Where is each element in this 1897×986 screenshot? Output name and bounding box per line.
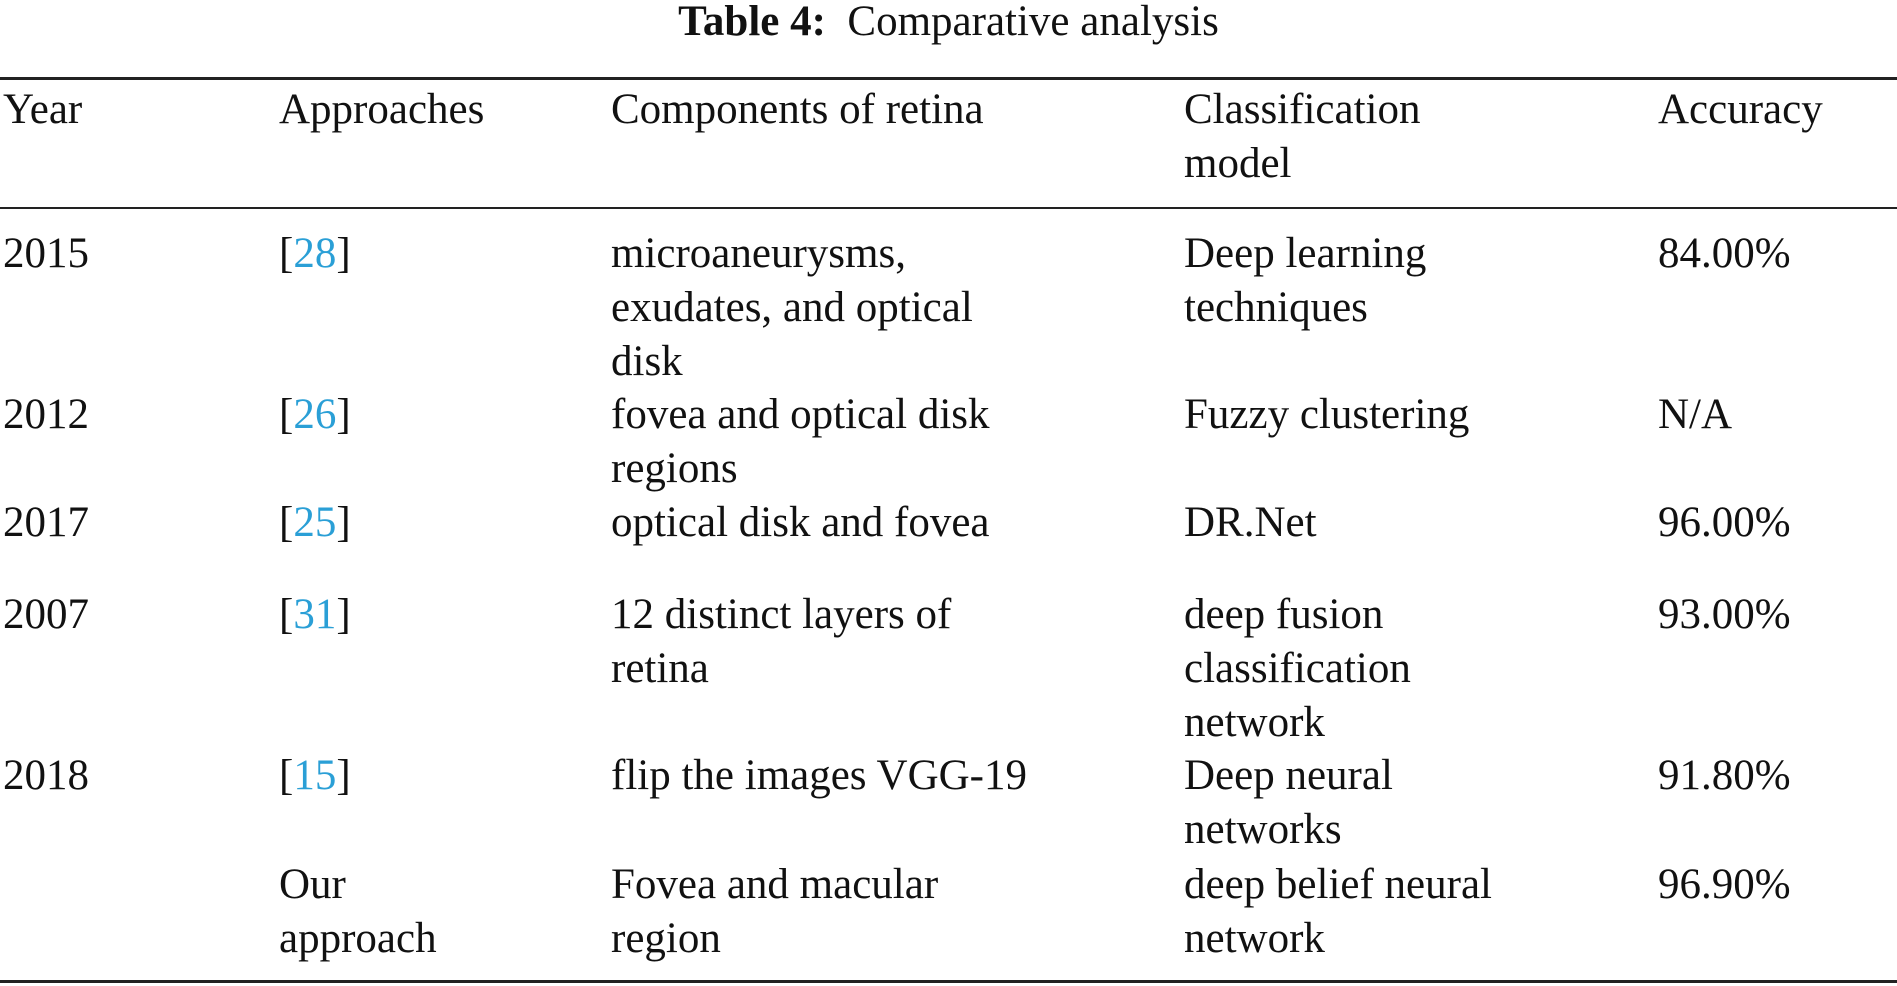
row-1-model: Deep learning techniques [1184, 230, 1427, 331]
row-1-approach: [28] [279, 230, 351, 277]
header-components: Components of retina [611, 86, 984, 133]
row-5-model: Deep neural networks [1184, 752, 1393, 853]
citation-link[interactable]: 25 [293, 499, 337, 546]
header-accuracy: Accuracy [1658, 86, 1823, 133]
row-5-accuracy: 91.80% [1658, 752, 1791, 799]
citation-link[interactable]: 26 [293, 391, 337, 438]
row-4-year: 2007 [3, 591, 89, 638]
row-3-approach: [25] [279, 499, 351, 546]
row-2-accuracy: N/A [1658, 391, 1733, 438]
row-3-model: DR.Net [1184, 499, 1317, 546]
header-year: Year [3, 86, 83, 133]
row-3-accuracy: 96.00% [1658, 499, 1791, 546]
row-2-components: fovea and optical disk regions [611, 391, 990, 492]
row-2-approach: [26] [279, 391, 351, 438]
row-6-model: deep belief neural network [1184, 861, 1492, 962]
row-6-accuracy: 96.90% [1658, 861, 1791, 908]
row-5-components: flip the images VGG-19 [611, 752, 1027, 799]
citation-link[interactable]: 31 [293, 591, 337, 638]
table-caption-title: Comparative analysis [847, 0, 1219, 45]
row-6-components: Fovea and macular region [611, 861, 939, 962]
row-1-accuracy: 84.00% [1658, 230, 1791, 277]
table-header-rule [0, 207, 1897, 209]
row-5-year: 2018 [3, 752, 89, 799]
row-4-components: 12 distinct layers of retina [611, 591, 952, 692]
row-3-year: 2017 [3, 499, 89, 546]
table-top-rule [0, 77, 1897, 80]
header-classification-model: Classification model [1184, 86, 1421, 187]
header-approaches: Approaches [279, 86, 485, 133]
row-4-approach: [31] [279, 591, 351, 638]
row-5-approach: [15] [279, 752, 351, 799]
row-2-model: Fuzzy clustering [1184, 391, 1470, 438]
row-2-year: 2012 [3, 391, 89, 438]
row-4-model: deep fusion classification network [1184, 591, 1411, 746]
table-caption-label: Table 4: [678, 0, 826, 45]
row-6-approach: Our approach [279, 861, 437, 962]
table-caption: Table 4: Comparative analysis [0, 0, 1897, 50]
row-4-accuracy: 93.00% [1658, 591, 1791, 638]
row-1-components: microaneurysms, exudates, and optical di… [611, 230, 973, 385]
table-bottom-rule [0, 980, 1897, 983]
citation-link[interactable]: 28 [293, 230, 337, 277]
citation-link[interactable]: 15 [293, 752, 337, 799]
row-1-year: 2015 [3, 230, 89, 277]
row-3-components: optical disk and fovea [611, 499, 990, 546]
